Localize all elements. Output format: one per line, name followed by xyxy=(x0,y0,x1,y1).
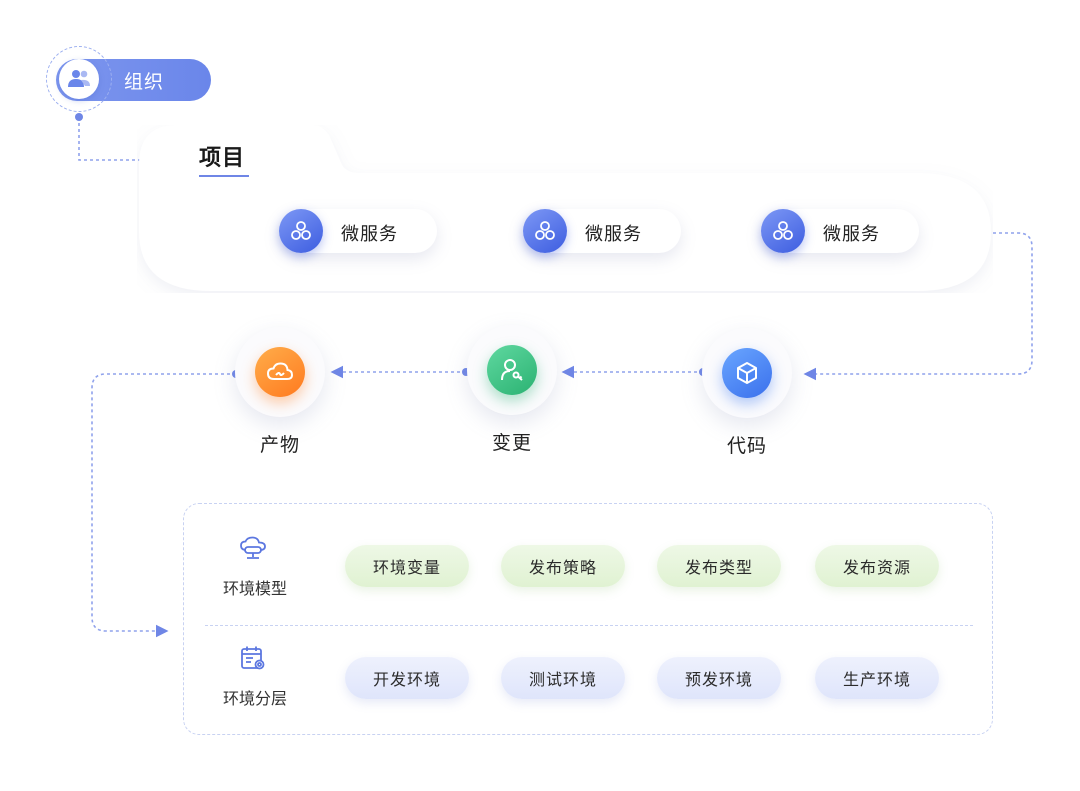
code-label: 代码 xyxy=(726,435,767,457)
environment-divider xyxy=(205,625,973,626)
calendar-settings-icon xyxy=(241,646,265,670)
cloud-icon xyxy=(255,347,305,397)
tag-release-strategy[interactable]: 发布策略 xyxy=(501,545,625,587)
microservice-label: 微服务 xyxy=(585,224,642,245)
project-title: 项目 xyxy=(199,146,246,171)
environment-box xyxy=(183,503,993,735)
cloud-server-icon xyxy=(240,536,266,559)
change-label: 变更 xyxy=(491,432,532,454)
code-node[interactable] xyxy=(702,328,792,418)
tag-prod-env[interactable]: 生产环境 xyxy=(815,657,939,699)
title-underline xyxy=(199,175,249,177)
environment-model-label: 环境模型 xyxy=(222,579,287,598)
tag-dev-env[interactable]: 开发环境 xyxy=(345,657,469,699)
artifact-label: 产物 xyxy=(259,434,300,456)
microservice-pill-1[interactable]: 微服务 xyxy=(279,209,437,253)
microservice-icon xyxy=(523,209,567,253)
microservice-pill-2[interactable]: 微服务 xyxy=(523,209,681,253)
user-key-icon xyxy=(487,345,537,395)
organization-ring xyxy=(46,46,112,112)
tag-release-resource[interactable]: 发布资源 xyxy=(815,545,939,587)
microservice-pill-3[interactable]: 微服务 xyxy=(761,209,919,253)
microservice-icon xyxy=(761,209,805,253)
tag-test-env[interactable]: 测试环境 xyxy=(501,657,625,699)
microservice-label: 微服务 xyxy=(341,224,398,245)
cube-icon xyxy=(722,348,772,398)
change-node[interactable] xyxy=(467,325,557,415)
artifact-node[interactable] xyxy=(235,327,325,417)
tag-staging-env[interactable]: 预发环境 xyxy=(657,657,781,699)
organization-label: 组织 xyxy=(124,71,165,93)
tag-env-variable[interactable]: 环境变量 xyxy=(345,545,469,587)
environment-layers-label: 环境分层 xyxy=(222,689,287,708)
tag-release-type[interactable]: 发布类型 xyxy=(657,545,781,587)
team-icon xyxy=(59,59,99,99)
microservice-icon xyxy=(279,209,323,253)
microservice-label: 微服务 xyxy=(823,224,880,245)
